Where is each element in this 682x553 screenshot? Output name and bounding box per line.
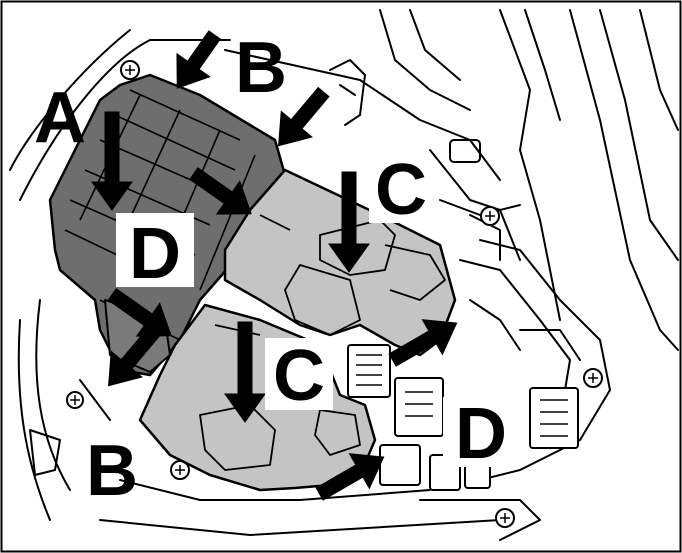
background-structure: [9, 9, 679, 541]
arrows: [91, 30, 458, 501]
bolt-icon: [495, 508, 515, 528]
arrow-icon: [176, 30, 221, 89]
callout-c-upper: C: [375, 150, 427, 230]
arrow-icon: [388, 319, 458, 367]
bolt-icon: [480, 206, 500, 226]
callout-b-top: B: [235, 28, 287, 108]
arrow-icon: [328, 171, 370, 273]
callout-c-lower: C: [273, 336, 325, 416]
callout-b-bottom: B: [86, 431, 138, 511]
arrow-icon: [224, 321, 266, 423]
arrow-icon: [189, 167, 252, 215]
callout-a: A: [34, 78, 86, 158]
callout-labels: A B C D C D B: [34, 28, 519, 511]
bolt-heads: [58, 60, 603, 528]
arrow-icon: [91, 111, 133, 211]
bolt-icon: [120, 60, 140, 80]
arrow-icon: [108, 325, 161, 387]
arrow-icon: [315, 453, 385, 501]
callout-c-upper-bg: [369, 155, 433, 223]
arrow-icon: [278, 86, 330, 147]
callout-d-left: D: [129, 214, 181, 294]
callout-d-right-bg: [443, 397, 519, 467]
callout-c-lower-bg: [265, 338, 333, 410]
callout-d-right: D: [455, 394, 507, 474]
arrow-icon: [107, 288, 172, 337]
callout-d-left-bg: [116, 213, 194, 287]
bolt-icon: [583, 368, 603, 388]
component-c-upper-block: [223, 168, 457, 357]
bolt-icon: [66, 391, 84, 409]
